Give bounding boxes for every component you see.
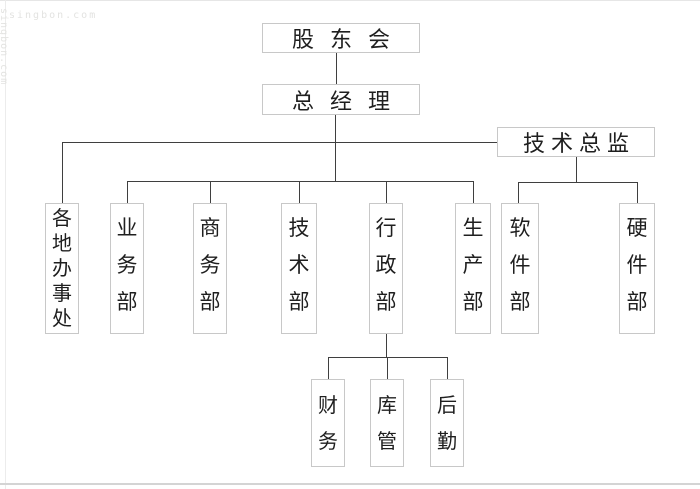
connector-drop-finance [328, 357, 329, 379]
node-technology-label: 技术部 [288, 216, 310, 314]
node-software-label: 软件部 [509, 216, 531, 314]
connector-techdirector-down [576, 157, 577, 182]
node-commerce-label: 商务部 [199, 216, 221, 314]
node-software: 软件部 [501, 203, 539, 334]
node-hardware: 硬件部 [619, 203, 655, 334]
image-left-border [5, 0, 6, 489]
node-warehouse: 库管 [370, 379, 404, 467]
watermark-vertical: singbon.com [0, 8, 9, 86]
connector-drop-hardware [637, 182, 638, 203]
image-top-border [0, 0, 700, 1]
node-commerce: 商务部 [193, 203, 227, 334]
node-business-label: 业务部 [116, 216, 138, 314]
connector-tech-branch [518, 182, 637, 183]
node-admin-label: 行政部 [375, 216, 397, 314]
connector-drop-business [127, 181, 128, 203]
connector-gm-hub [335, 115, 336, 181]
watermark-horizontal: singbon.com [9, 10, 98, 21]
connector-admin-down [386, 334, 387, 357]
node-admin: 行政部 [369, 203, 403, 334]
connector-drop-commerce [210, 181, 211, 203]
node-shareholders-label: 股东会 [291, 27, 406, 52]
connector-drop-software [518, 182, 519, 203]
connector-drop-logistics [447, 357, 448, 379]
node-warehouse-label: 库管 [377, 395, 397, 453]
image-bottom-border [0, 483, 700, 485]
connector-drop-offices [62, 142, 63, 203]
connector-drop-warehouse [387, 357, 388, 379]
node-technology: 技术部 [281, 203, 317, 334]
node-general-manager: 总经理 [262, 84, 420, 115]
node-finance-label: 财务 [318, 395, 338, 453]
node-logistics: 后勤 [430, 379, 464, 467]
connector-drop-admin [386, 181, 387, 203]
node-hardware-label: 硬件部 [626, 216, 648, 314]
connector-drop-technology [299, 181, 300, 203]
node-offices: 各地办事处 [45, 203, 79, 334]
node-finance: 财务 [311, 379, 345, 467]
node-production-label: 生产部 [462, 216, 484, 314]
node-shareholders: 股东会 [262, 23, 420, 53]
node-general-manager-label: 总经理 [291, 88, 406, 114]
node-production: 生产部 [455, 203, 491, 334]
connector-drop-production [473, 181, 474, 203]
node-business: 业务部 [110, 203, 144, 334]
node-tech-director-label: 技术总监 [522, 131, 635, 156]
connector-dept-branch [127, 181, 473, 182]
connector-main-cross [62, 142, 497, 143]
node-offices-label: 各地办事处 [52, 208, 72, 330]
node-logistics-label: 后勤 [437, 395, 457, 453]
node-tech-director: 技术总监 [497, 127, 655, 157]
connector-shareholders-gm [336, 53, 337, 84]
